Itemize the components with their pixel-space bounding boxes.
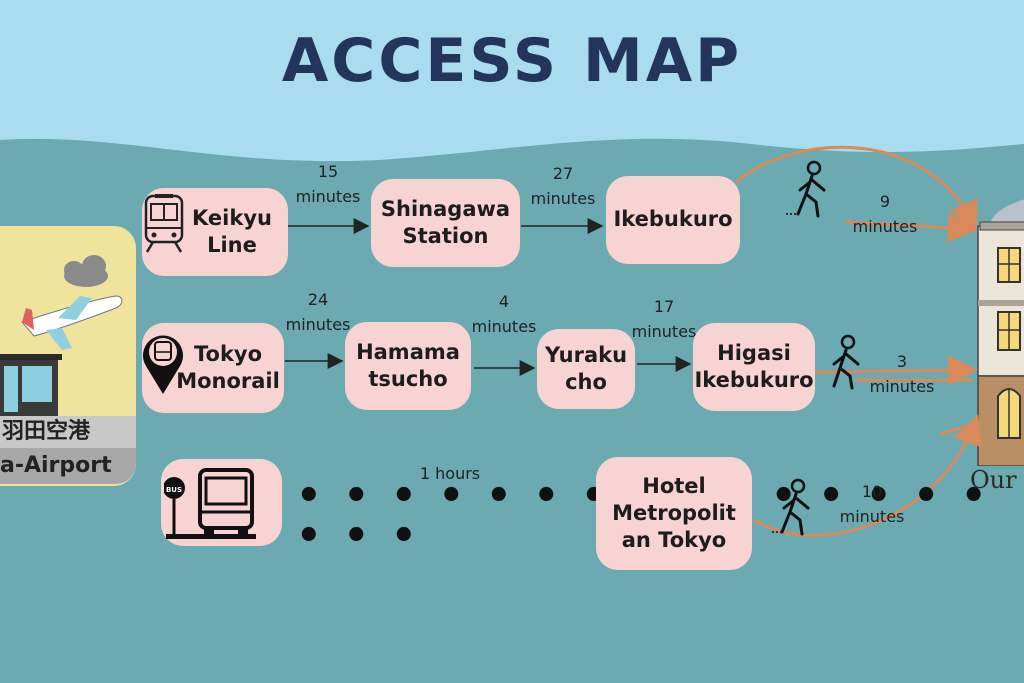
walking-person-icon (832, 334, 860, 390)
airport-name-jp: 羽田空港 (0, 416, 136, 448)
walk-line-ikebukuro (845, 212, 978, 243)
page-title: ACCESS MAP (281, 26, 743, 96)
bus-icon: BUS (164, 468, 256, 539)
walk-line-higasi (814, 355, 978, 386)
station-ikebukuro: Ikebukuro (606, 176, 740, 264)
bus-stop-sign-text: BUS (166, 486, 182, 494)
walking-person-icon (786, 160, 826, 218)
monorail-pin-icon (143, 335, 183, 394)
time-bus: 1 hours (419, 464, 481, 483)
route-1-origin-box (142, 188, 288, 276)
airport-name-en: a-Airport (0, 448, 136, 484)
airplane-icon (0, 255, 123, 416)
hotel-label: Our (970, 466, 1017, 494)
walk-tick (939, 422, 975, 436)
train-icon (144, 194, 184, 253)
walking-person-icon (772, 478, 810, 536)
walk-arc-ikebukuro (735, 145, 978, 232)
hotel-building-icon (977, 199, 1024, 466)
